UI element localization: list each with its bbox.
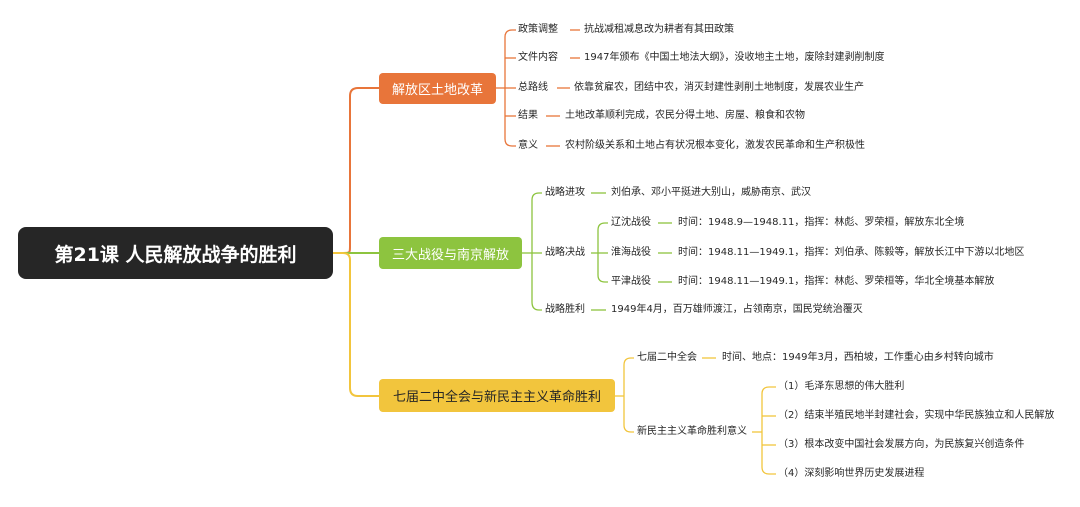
branch-three-campaigns: 三大战役与南京解放 [379,237,522,269]
liaoshen-campaign-detail: 时间：1948.9—1948.11，指挥：林彪、罗荣桓，解放东北全境 [678,217,965,228]
land-reform-result-key: 结果 [518,110,538,121]
land-reform-policy-value: 抗战减租减息改为耕者有其田政策 [584,24,734,35]
land-reform-meaning-key: 意义 [518,140,538,151]
land-reform-meaning-value: 农村阶级关系和土地占有状况根本变化，激发农民革命和生产积极性 [565,140,865,151]
strategic-attack-key: 战略进攻 [545,187,585,198]
strategic-attack-value: 刘伯承、邓小平挺进大别山，威胁南京、武汉 [611,187,811,198]
revolution-significance-key: 新民主主义革命胜利意义 [637,426,747,437]
huaihai-campaign-detail: 时间：1948.11—1949.1，指挥：刘伯承、陈毅等，解放长江中下游以北地区 [678,247,1025,258]
pingjin-campaign-detail: 时间：1948.11—1949.1，指挥：林彪、罗荣桓等，华北全境基本解放 [678,276,995,287]
significance-point-3: （3）根本改变中国社会发展方向，为民族复兴创造条件 [778,439,1025,450]
strategic-victory-value: 1949年4月，百万雄师渡江，占领南京，国民党统治覆灭 [611,304,863,315]
significance-point-1: （1）毛泽东思想的伟大胜利 [778,381,905,392]
branch-land-reform: 解放区土地改革 [379,73,496,104]
second-plenum-value: 时间、地点：1949年3月，西柏坡，工作重心由乡村转向城市 [722,352,994,363]
land-reform-line-key: 总路线 [518,82,548,93]
huaihai-campaign-name: 淮海战役 [611,247,651,258]
land-reform-result-value: 土地改革顺利完成，农民分得土地、房屋、粮食和农物 [565,110,805,121]
strategic-victory-key: 战略胜利 [545,304,585,315]
strategic-decisive-key: 战略决战 [545,247,585,258]
pingjin-campaign-name: 平津战役 [611,276,651,287]
branch-second-plenum: 七届二中全会与新民主主义革命胜利 [379,379,615,412]
land-reform-document-key: 文件内容 [518,52,558,63]
second-plenum-key: 七届二中全会 [637,352,697,363]
land-reform-line-value: 依靠贫雇农，团结中农，消灭封建性剥削土地制度，发展农业生产 [574,82,864,93]
land-reform-document-value: 1947年颁布《中国土地法大纲》，没收地主土地，废除封建剥削制度 [584,52,885,63]
land-reform-policy-key: 政策调整 [518,24,558,35]
significance-point-2: （2）结束半殖民地半封建社会，实现中华民族独立和人民解放 [778,410,1055,421]
significance-point-4: （4）深刻影响世界历史发展进程 [778,468,925,479]
liaoshen-campaign-name: 辽沈战役 [611,217,651,228]
root-topic: 第21课 人民解放战争的胜利 [18,227,333,279]
